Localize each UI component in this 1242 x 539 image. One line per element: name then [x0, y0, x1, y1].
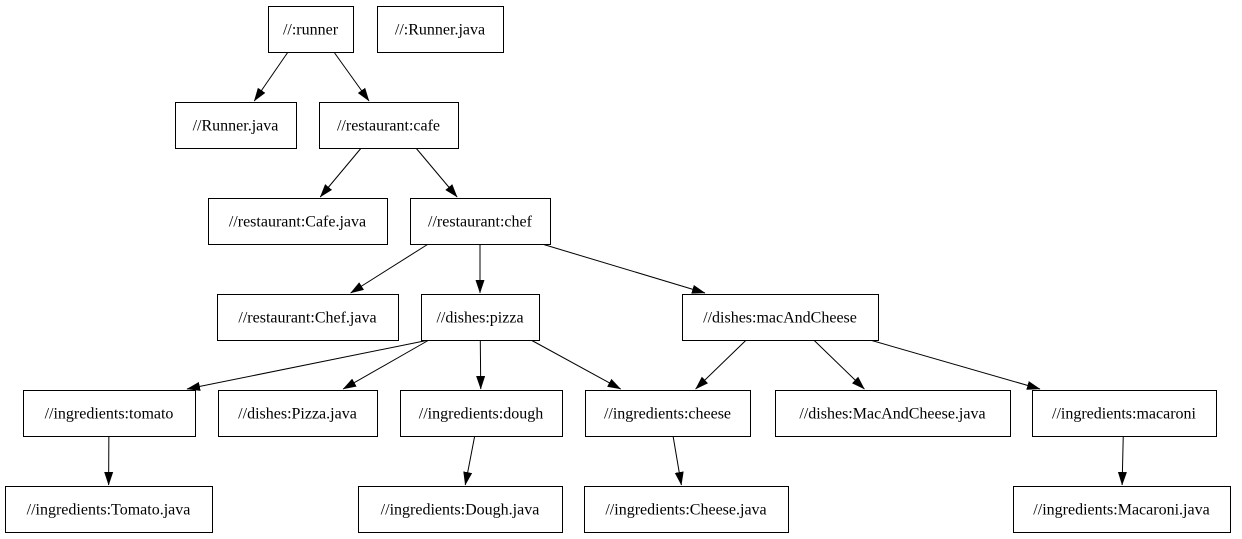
- graph-node-label: //ingredients:Tomato.java: [27, 502, 191, 519]
- graph-node-label: //dishes:pizza: [436, 310, 523, 327]
- graph-node-tomato-java: //ingredients:Tomato.java: [5, 486, 213, 533]
- graph-node-box: [23, 390, 196, 437]
- graph-node-label: //restaurant:cafe: [337, 118, 440, 135]
- nodes-layer: //:runner //:Runner.java //Runner.java //re…: [5, 6, 1231, 533]
- graph-edge-runner-to-runner-java: [253, 51, 289, 102]
- graph-node-label: //ingredients:macaroni: [1052, 406, 1197, 423]
- graph-node-label: //ingredients:dough: [419, 406, 543, 423]
- graph-node-cafe: //restaurant:cafe: [319, 102, 459, 149]
- graph-edge-chef-to-mac-and-cheese: [541, 243, 706, 294]
- graph-node-runner: //:runner: [268, 6, 354, 53]
- graph-node-label: //ingredients:cheese: [604, 406, 731, 423]
- graph-node-box: [682, 294, 879, 341]
- graph-node-box: [175, 102, 297, 149]
- graph-node-label: //Runner.java: [193, 118, 279, 135]
- graph-node-box: [400, 390, 563, 437]
- graph-node-pizza-java: //dishes:Pizza.java: [218, 390, 378, 437]
- graph-node-dough: //ingredients:dough: [400, 390, 563, 437]
- graph-node-mac-and-cheese-java: //dishes:MacAndCheese.java: [775, 390, 1011, 437]
- graph-node-pizza: //dishes:pizza: [421, 294, 540, 341]
- graph-node-label: //ingredients:Dough.java: [381, 502, 540, 519]
- graph-node-box: [358, 486, 563, 533]
- graph-node-label: //restaurant:Cafe.java: [229, 214, 366, 231]
- graph-node-dough-java: //ingredients:Dough.java: [358, 486, 563, 533]
- graph-node-label: //ingredients:Cheese.java: [605, 502, 766, 519]
- graph-node-mac-and-cheese: //dishes:macAndCheese: [682, 294, 879, 341]
- graph-edge-chef-to-chef-java: [350, 243, 429, 294]
- graph-edge-runner-to-cafe: [333, 51, 370, 102]
- graph-node-macaroni: //ingredients:macaroni: [1032, 390, 1217, 437]
- graph-node-box: [218, 390, 378, 437]
- graph-node-box: [319, 102, 459, 149]
- graph-node-label: //dishes:MacAndCheese.java: [799, 406, 985, 423]
- graph-node-box: [1032, 390, 1217, 437]
- graph-node-runner-java: //Runner.java: [175, 102, 297, 149]
- graph-edge-mac-and-cheese-to-mac-and-cheese-java: [813, 339, 865, 390]
- graph-node-cafe-java: //restaurant:Cafe.java: [208, 198, 388, 245]
- edges-layer: [104, 51, 1127, 486]
- graph-node-macaroni-java: //ingredients:Macaroni.java: [1013, 486, 1231, 533]
- graph-node-box: [410, 198, 551, 245]
- graph-node-box: [584, 486, 789, 533]
- graph-edge-mac-and-cheese-to-macaroni: [869, 339, 1041, 390]
- graph-node-tomato: //ingredients:tomato: [23, 390, 196, 437]
- graph-node-label: //dishes:macAndCheese: [703, 310, 857, 327]
- graph-edge-dough-to-dough-java: [463, 435, 476, 486]
- graph-edge-pizza-to-pizza-java: [342, 339, 430, 390]
- graph-node-label: //restaurant:chef: [428, 214, 533, 231]
- graph-node-box: [268, 6, 354, 53]
- graph-node-box: [5, 486, 213, 533]
- graph-edge-macaroni-to-macaroni-java: [1117, 435, 1127, 486]
- graph-edge-mac-and-cheese-to-cheese: [695, 339, 747, 390]
- graph-node-box: [775, 390, 1011, 437]
- graph-node-runner-java-root: //:Runner.java: [377, 6, 504, 53]
- graph-node-box: [377, 6, 504, 53]
- graph-edge-cafe-to-cafe-java: [319, 147, 362, 198]
- graph-node-box: [217, 294, 399, 341]
- graph-node-label: //dishes:Pizza.java: [238, 406, 357, 423]
- graph-edge-cafe-to-chef: [415, 147, 458, 198]
- graph-node-label: //ingredients:Macaroni.java: [1033, 502, 1209, 519]
- graph-node-label: //:runner: [283, 22, 339, 39]
- graph-node-box: [208, 198, 388, 245]
- graph-node-box: [421, 294, 540, 341]
- graph-node-label: //ingredients:tomato: [45, 406, 174, 423]
- graph-node-box: [1013, 486, 1231, 533]
- graph-node-label: //restaurant:Chef.java: [238, 310, 376, 327]
- graph-node-label: //:Runner.java: [395, 22, 485, 39]
- graph-node-chef-java: //restaurant:Chef.java: [217, 294, 399, 341]
- graph-node-box: [585, 390, 751, 437]
- graph-node-cheese: //ingredients:cheese: [585, 390, 751, 437]
- graph-node-cheese-java: //ingredients:Cheese.java: [584, 486, 789, 533]
- graph-edge-cheese-to-cheese-java: [672, 435, 684, 486]
- graph-edge-pizza-to-cheese: [530, 339, 622, 390]
- graph-node-chef: //restaurant:chef: [410, 198, 551, 245]
- graph-edge-pizza-to-tomato: [186, 339, 430, 391]
